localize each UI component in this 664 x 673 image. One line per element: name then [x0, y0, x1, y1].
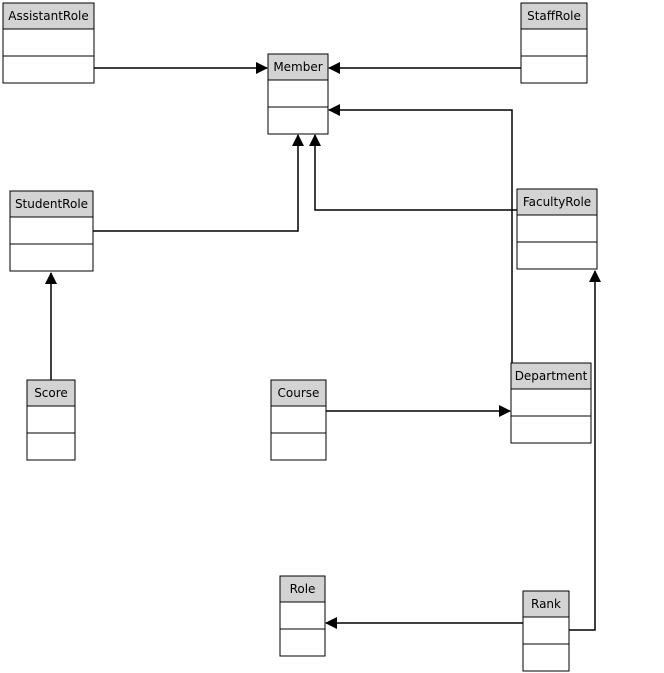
class-role[interactable]: Role [279, 575, 326, 657]
class-member[interactable]: Member [267, 53, 329, 135]
class-studentrole[interactable]: StudentRole [9, 190, 94, 272]
class-attributes-facultyrole[interactable] [516, 214, 598, 243]
class-attributes-role[interactable] [279, 601, 326, 630]
relation-rank-to-facultyrole[interactable] [569, 270, 601, 631]
class-attributes-course[interactable] [270, 405, 327, 434]
class-header-member [267, 53, 329, 81]
class-course[interactable]: Course [270, 379, 327, 461]
class-attributes-department[interactable] [510, 388, 592, 417]
class-name-score: Score [34, 386, 68, 400]
class-staffrole[interactable]: StaffRole [520, 2, 588, 84]
class-name-department: Department [515, 369, 588, 383]
class-facultyrole[interactable]: FacultyRole [516, 188, 598, 270]
class-operations-member[interactable] [267, 106, 329, 135]
class-name-role: Role [290, 582, 316, 596]
class-name-staffrole: StaffRole [527, 9, 581, 23]
class-attributes-studentrole[interactable] [9, 216, 94, 245]
relations-layer [45, 62, 601, 631]
class-operations-department[interactable] [510, 415, 592, 444]
class-name-facultyrole: FacultyRole [523, 195, 591, 209]
class-attributes-score[interactable] [26, 405, 76, 434]
class-score[interactable]: Score [26, 379, 76, 461]
class-header-assistantrole [2, 2, 95, 30]
class-assistantrole[interactable]: AssistantRole [2, 2, 95, 84]
class-name-studentrole: StudentRole [15, 197, 88, 211]
class-header-studentrole [9, 190, 94, 218]
class-operations-staffrole[interactable] [520, 55, 588, 84]
class-header-rank [522, 590, 570, 618]
class-attributes-rank[interactable] [522, 616, 570, 645]
relation-department-to-member[interactable] [328, 104, 513, 363]
class-name-course: Course [278, 386, 320, 400]
class-header-role [279, 575, 326, 603]
class-header-score [26, 379, 76, 407]
class-attributes-assistantrole[interactable] [2, 28, 95, 57]
class-rank[interactable]: Rank [522, 590, 570, 672]
class-attributes-staffrole[interactable] [520, 28, 588, 57]
class-name-assistantrole: AssistantRole [8, 9, 89, 23]
class-department[interactable]: Department [510, 362, 592, 444]
class-operations-facultyrole[interactable] [516, 241, 598, 270]
class-operations-rank[interactable] [522, 643, 570, 672]
relation-studentrole-to-member[interactable] [93, 134, 304, 232]
class-operations-studentrole[interactable] [9, 243, 94, 272]
class-operations-course[interactable] [270, 432, 327, 461]
relation-facultyrole-to-member[interactable] [309, 134, 517, 211]
class-name-member: Member [273, 60, 322, 74]
class-operations-score[interactable] [26, 432, 76, 461]
class-attributes-member[interactable] [267, 79, 329, 108]
class-name-rank: Rank [531, 597, 561, 611]
class-header-department [510, 362, 592, 390]
class-operations-role[interactable] [279, 628, 326, 657]
class-header-facultyrole [516, 188, 598, 216]
class-header-course [270, 379, 327, 407]
class-operations-assistantrole[interactable] [2, 55, 95, 84]
